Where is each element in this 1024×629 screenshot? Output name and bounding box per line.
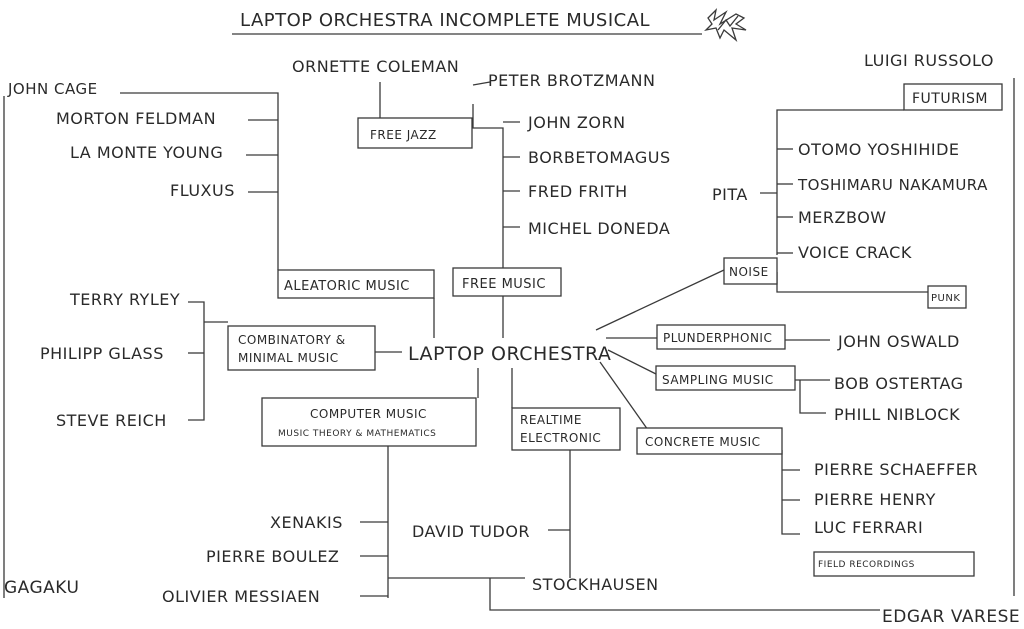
- artist-label-david-tudor: DAVID TUDOR: [412, 522, 530, 541]
- genre-box-free-music: FREE MUSIC: [452, 267, 562, 297]
- genre-box-computer-music: COMPUTER MUSIC MUSIC THEORY & MATHEMATIC…: [261, 397, 477, 447]
- connector-lines: [3, 78, 1015, 611]
- genre-label-noise: NOISE: [729, 265, 769, 279]
- diagram-title: LAPTOP ORCHESTRA INCOMPLETE MUSICAL: [240, 10, 650, 31]
- genre-box-concrete-music: CONCRETE MUSIC: [636, 427, 783, 455]
- genre-label-concrete: CONCRETE MUSIC: [645, 435, 761, 449]
- genre-box-sampling-music: SAMPLING MUSIC: [655, 365, 796, 391]
- artist-label-terry-ryley: TERRY RYLEY: [69, 290, 180, 309]
- artist-label-toshimaru-nakamura: TOSHIMARU NAKAMURA: [797, 176, 988, 194]
- artist-label-borbetomagus: BORBETOMAGUS: [528, 148, 671, 167]
- genre-label-plunderphonic: PLUNDERPHONIC: [663, 331, 772, 345]
- artist-label-olivier-messiaen: OLIVIER MESSIAEN: [162, 587, 320, 606]
- artist-label-stockhausen: STOCKHAUSEN: [532, 575, 659, 594]
- artist-label-morton-feldman: MORTON FELDMAN: [56, 109, 216, 128]
- artist-label-otomo-yoshihide: OTOMO YOSHIHIDE: [798, 140, 960, 159]
- artist-label-fluxus: FLUXUS: [170, 181, 235, 200]
- artist-label-fred-frith: FRED FRITH: [528, 182, 628, 201]
- artist-label-gagaku: GAGAKU: [4, 578, 79, 598]
- artist-label-phill-niblock: PHILL NIBLOCK: [834, 405, 960, 424]
- genre-label-combinatory-line1: COMBINATORY &: [238, 333, 346, 347]
- artist-label-pierre-boulez: PIERRE BOULEZ: [206, 547, 339, 566]
- genre-box-noise: NOISE: [723, 257, 778, 285]
- artist-label-michel-doneda: MICHEL DONEDA: [528, 219, 670, 238]
- artist-label-ornette-coleman: ORNETTE COLEMAN: [292, 57, 459, 76]
- genre-label-futurism: FUTURISM: [912, 91, 988, 107]
- genre-box-punk: PUNK: [927, 285, 967, 309]
- artist-label-luc-ferrari: LUC FERRARI: [814, 518, 923, 537]
- artist-label-bob-ostertag: BOB OSTERTAG: [834, 374, 964, 393]
- genre-label-aleatoric: ALEATORIC MUSIC: [284, 279, 410, 294]
- genre-label-sampling: SAMPLING MUSIC: [662, 373, 774, 387]
- genre-box-combinatory-minimal: COMBINATORY & MINIMAL MUSIC: [227, 325, 376, 371]
- artist-label-pierre-schaeffer: PIERRE SCHAEFFER: [814, 460, 978, 479]
- genre-label-punk: PUNK: [931, 293, 960, 304]
- genre-label-music-theory: MUSIC THEORY & MATHEMATICS: [278, 429, 436, 439]
- artist-label-voice-crack: VOICE CRACK: [798, 243, 912, 262]
- genre-label-free-jazz: FREE JAZZ: [370, 128, 437, 142]
- genre-label-field-recordings: FIELD RECORDINGS: [818, 560, 915, 570]
- genre-label-electronic: ELECTRONIC: [520, 431, 601, 445]
- artist-label-luigi-russolo: LUIGI RUSSOLO: [864, 51, 994, 70]
- artist-label-john-cage: JOHN CAGE: [7, 80, 98, 98]
- genre-box-free-jazz: FREE JAZZ: [357, 117, 473, 149]
- genre-box-field-recordings: FIELD RECORDINGS: [813, 551, 975, 577]
- artist-label-la-monte-young: LA MONTE YOUNG: [70, 143, 223, 162]
- genre-box-realtime-electronic: REALTIME ELECTRONIC: [511, 407, 621, 451]
- genre-label-realtime: REALTIME: [520, 413, 582, 427]
- genre-box-futurism: FUTURISM: [903, 83, 1003, 111]
- artist-labels: JOHN CAGE MORTON FELDMAN LA MONTE YOUNG …: [4, 51, 1020, 627]
- artist-label-john-zorn: JOHN ZORN: [527, 113, 626, 132]
- genre-label-free-music: FREE MUSIC: [462, 277, 546, 292]
- artist-label-peter-brotzmann: PETER BROTZMANN: [488, 71, 655, 90]
- center-node-laptop-orchestra: LAPTOP ORCHESTRA: [408, 343, 611, 365]
- artist-label-philipp-glass: PHILIPP GLASS: [40, 344, 164, 363]
- genre-box-aleatoric: ALEATORIC MUSIC: [277, 269, 435, 299]
- artist-label-merzbow: MERZBOW: [798, 208, 887, 227]
- artist-label-edgar-varese: EDGAR VARESE: [882, 607, 1020, 627]
- artist-label-xenakis: XENAKIS: [270, 513, 343, 532]
- genre-box-plunderphonic: PLUNDERPHONIC: [656, 324, 786, 350]
- artist-label-john-oswald: JOHN OSWALD: [837, 332, 960, 351]
- artist-label-steve-reich: STEVE REICH: [56, 411, 167, 430]
- artist-label-pierre-henry: PIERRE HENRY: [814, 490, 936, 509]
- genre-label-combinatory-line2: MINIMAL MUSIC: [238, 351, 339, 365]
- artist-label-pita: PITA: [712, 185, 748, 204]
- lightning-badge-icon: [704, 8, 747, 42]
- genre-label-computer-music: COMPUTER MUSIC: [310, 407, 427, 421]
